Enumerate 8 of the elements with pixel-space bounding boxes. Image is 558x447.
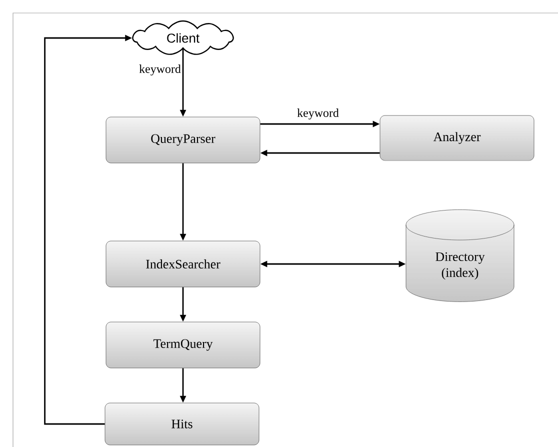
process-box: QueryParser xyxy=(106,116,260,164)
process-box: Hits xyxy=(104,402,260,446)
edge-label: keyword xyxy=(296,108,340,120)
process-box: IndexSearcher xyxy=(106,240,260,288)
process-box: TermQuery xyxy=(106,322,260,368)
database-cylinder: Directory (index) xyxy=(406,210,514,302)
process-box: Analyzer xyxy=(380,115,534,161)
edge-label: keyword xyxy=(138,64,182,76)
